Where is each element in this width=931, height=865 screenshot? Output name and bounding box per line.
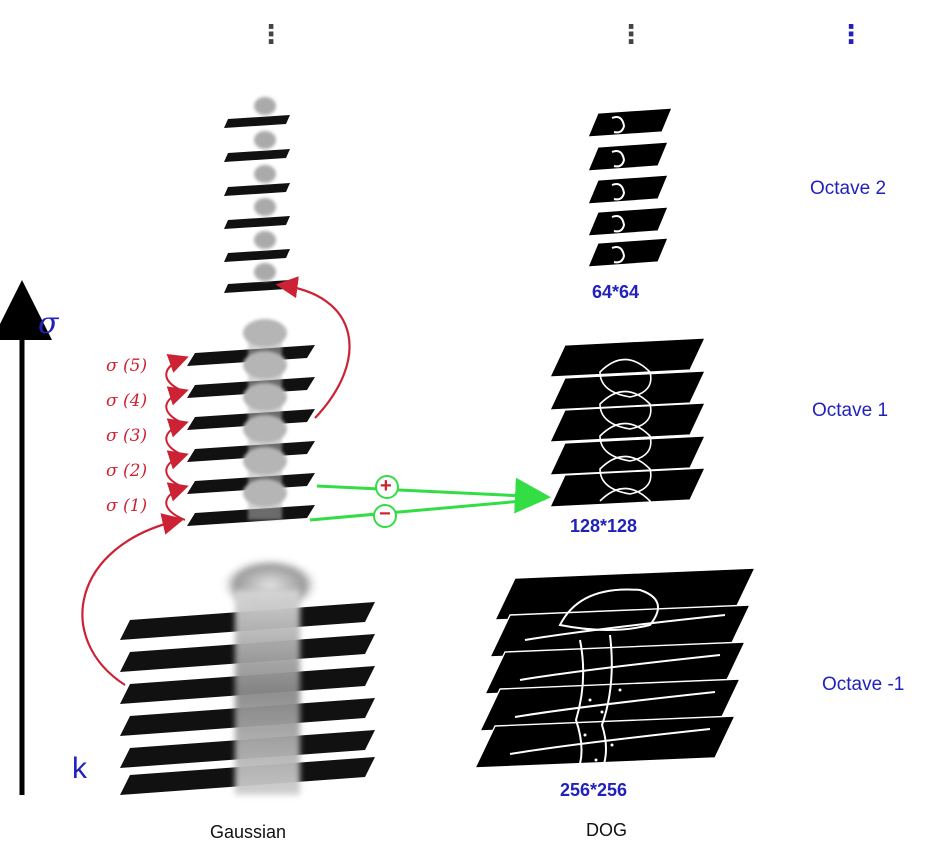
dog-stack-octave-minus1	[473, 567, 757, 771]
minus-operator-circle	[373, 504, 397, 528]
dog-stack-octave-1	[549, 337, 706, 527]
sigma-axis-label: σ	[38, 306, 59, 341]
sigma-label-5: σ (5)	[106, 356, 148, 376]
dog-stack-octave-2	[587, 107, 673, 268]
plus-operator-circle	[375, 475, 399, 499]
octave-1-label: Octave 1	[812, 400, 889, 421]
gaussian-stack-octave-2	[224, 97, 290, 293]
size-label-256: 256*256	[560, 780, 628, 800]
octave-2-label: Octave 2	[810, 178, 887, 199]
sigma-step-arrows	[165, 354, 189, 521]
downsample-arrow-octave-1-to-2	[275, 276, 351, 419]
gaussian-stack-octave-minus1	[120, 557, 375, 795]
size-label-128: 128*128	[570, 516, 638, 536]
octave-minus1-label: Octave -1	[822, 674, 905, 695]
k-axis-label: k	[72, 752, 87, 785]
continuation-mark-dog: ⋮	[618, 19, 644, 49]
sigma-label-4: σ (4)	[106, 391, 148, 411]
minus-operator: −	[379, 503, 391, 525]
size-label-64: 64*64	[592, 282, 640, 302]
downsample-arrow-octave-minus1-to-1	[81, 513, 185, 686]
sigma-label-1: σ (1)	[106, 496, 148, 516]
difference-arrows	[309, 477, 551, 522]
sigma-label-2: σ (2)	[106, 461, 148, 481]
gaussian-stack-octave-1	[187, 319, 315, 526]
continuation-mark-octave: ⋮	[838, 19, 864, 49]
sigma-label-3: σ (3)	[106, 426, 148, 446]
continuation-mark-gaussian: ⋮	[258, 19, 284, 49]
dog-column-label: DOG	[586, 820, 628, 840]
gaussian-column-label: Gaussian	[210, 822, 287, 842]
plus-operator: +	[380, 475, 392, 497]
